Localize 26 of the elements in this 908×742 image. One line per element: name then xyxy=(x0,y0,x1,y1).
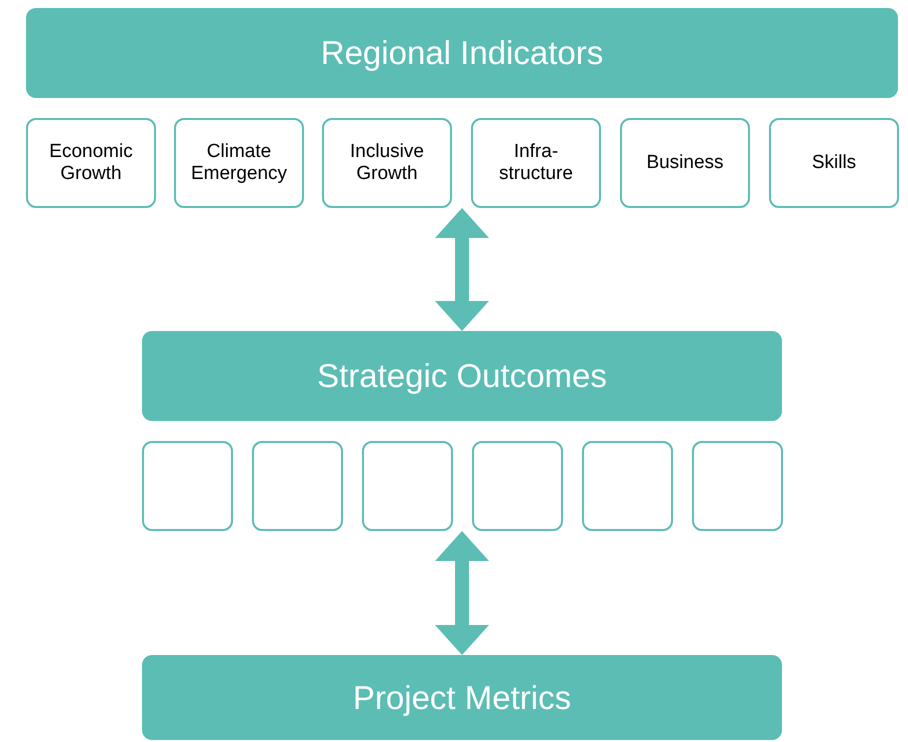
heading-band xyxy=(26,8,898,98)
box-label: Climate Emergency xyxy=(190,141,288,185)
box-label: Regional Indicators xyxy=(320,33,604,74)
empty-box xyxy=(472,441,563,531)
double-arrow xyxy=(435,208,489,331)
box-label: Strategic Outcomes xyxy=(317,356,607,396)
category-box xyxy=(174,118,304,208)
box-label: Economic Growth xyxy=(48,141,134,185)
empty-box xyxy=(582,441,673,531)
box-label: Project Metrics xyxy=(352,678,572,718)
category-box xyxy=(322,118,452,208)
box-label: Skills xyxy=(812,152,856,174)
double-arrow xyxy=(435,531,489,655)
category-box xyxy=(471,118,601,208)
category-box xyxy=(769,118,899,208)
empty-box xyxy=(362,441,453,531)
category-box xyxy=(26,118,156,208)
heading-band xyxy=(142,655,782,740)
category-box xyxy=(620,118,750,208)
empty-box xyxy=(142,441,233,531)
empty-box xyxy=(252,441,343,531)
heading-band xyxy=(142,331,782,421)
empty-box xyxy=(692,441,783,531)
box-label: Business xyxy=(646,152,724,174)
box-label: Inclusive Growth xyxy=(349,141,425,185)
box-label: Infra- structure xyxy=(498,141,574,185)
